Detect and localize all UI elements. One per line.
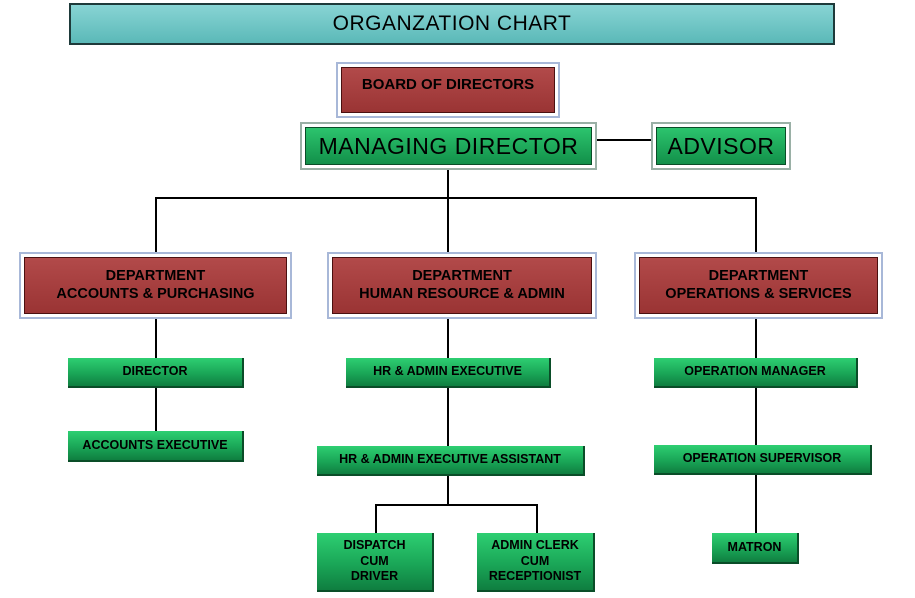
role-matron-label: MATRON [727, 539, 782, 554]
department-operations-box: DEPARTMENT OPERATIONS & SERVICES [634, 252, 883, 319]
connector-hr-exec [447, 318, 449, 360]
connector-manager-supervisor [755, 387, 757, 447]
advisor-label: ADVISOR [667, 132, 775, 159]
connector-md-down [447, 170, 449, 198]
managing-director-label: MANAGING DIRECTOR [318, 132, 579, 159]
role-director-label: DIRECTOR [122, 364, 188, 379]
role-operation-manager: OPERATION MANAGER [654, 358, 858, 388]
board-of-directors-box: BOARD OF DIRECTORS [336, 62, 560, 118]
department-hr-label: DEPARTMENT HUMAN RESOURCE & ADMIN [359, 268, 565, 302]
connector-director-accexec [155, 387, 157, 433]
department-accounts-label: DEPARTMENT ACCOUNTS & PURCHASING [56, 268, 255, 302]
connector-ops-manager [755, 318, 757, 360]
connector-md-advisor [596, 139, 652, 141]
connector-supervisor-matron [755, 474, 757, 535]
managing-director-box: MANAGING DIRECTOR [300, 122, 597, 170]
department-hr-box: DEPARTMENT HUMAN RESOURCE & ADMIN [327, 252, 597, 319]
role-operation-manager-label: OPERATION MANAGER [684, 364, 826, 379]
connector-exec-assistant [447, 387, 449, 448]
department-operations-label: DEPARTMENT OPERATIONS & SERVICES [665, 268, 852, 302]
department-hr-inner: DEPARTMENT HUMAN RESOURCE & ADMIN [332, 257, 592, 314]
connector-to-hr [447, 197, 449, 255]
advisor-box: ADVISOR [651, 122, 791, 170]
role-dispatch-cum-driver: DISPATCH CUM DRIVER [317, 533, 434, 592]
role-director: DIRECTOR [68, 358, 244, 388]
chart-title-text: ORGANZATION CHART [332, 11, 572, 35]
role-hr-admin-executive-assistant: HR & ADMIN EXECUTIVE ASSISTANT [317, 446, 585, 476]
role-accounts-executive-label: ACCOUNTS EXECUTIVE [82, 437, 228, 452]
connector-assistant-down [447, 475, 449, 505]
connector-to-clerk [536, 504, 538, 535]
role-hr-admin-executive-label: HR & ADMIN EXECUTIVE [373, 364, 522, 379]
department-operations-inner: DEPARTMENT OPERATIONS & SERVICES [639, 257, 878, 314]
connector-accounts-director [155, 318, 157, 360]
role-hr-admin-executive: HR & ADMIN EXECUTIVE [346, 358, 551, 388]
connector-to-dispatch [375, 504, 377, 535]
role-operation-supervisor-label: OPERATION SUPERVISOR [682, 451, 842, 466]
managing-director-inner: MANAGING DIRECTOR [305, 127, 592, 165]
board-of-directors-inner: BOARD OF DIRECTORS [341, 67, 555, 113]
connector-dept-bus [155, 197, 757, 199]
connector-to-operations [755, 197, 757, 255]
role-hr-admin-executive-assistant-label: HR & ADMIN EXECUTIVE ASSISTANT [339, 452, 561, 467]
chart-title: ORGANZATION CHART [69, 3, 835, 45]
advisor-inner: ADVISOR [656, 127, 786, 165]
role-operation-supervisor: OPERATION SUPERVISOR [654, 445, 872, 475]
board-of-directors-label: BOARD OF DIRECTORS [361, 76, 535, 93]
connector-to-accounts [155, 197, 157, 255]
role-accounts-executive: ACCOUNTS EXECUTIVE [68, 431, 244, 462]
department-accounts-box: DEPARTMENT ACCOUNTS & PURCHASING [19, 252, 292, 319]
role-admin-clerk-cum-receptionist-label: ADMIN CLERK CUM RECEPTIONIST [488, 538, 582, 584]
department-accounts-inner: DEPARTMENT ACCOUNTS & PURCHASING [24, 257, 287, 314]
connector-hr-bottom-bus [375, 504, 538, 506]
role-admin-clerk-cum-receptionist: ADMIN CLERK CUM RECEPTIONIST [477, 533, 595, 592]
role-matron: MATRON [712, 533, 799, 564]
role-dispatch-cum-driver-label: DISPATCH CUM DRIVER [343, 538, 406, 584]
